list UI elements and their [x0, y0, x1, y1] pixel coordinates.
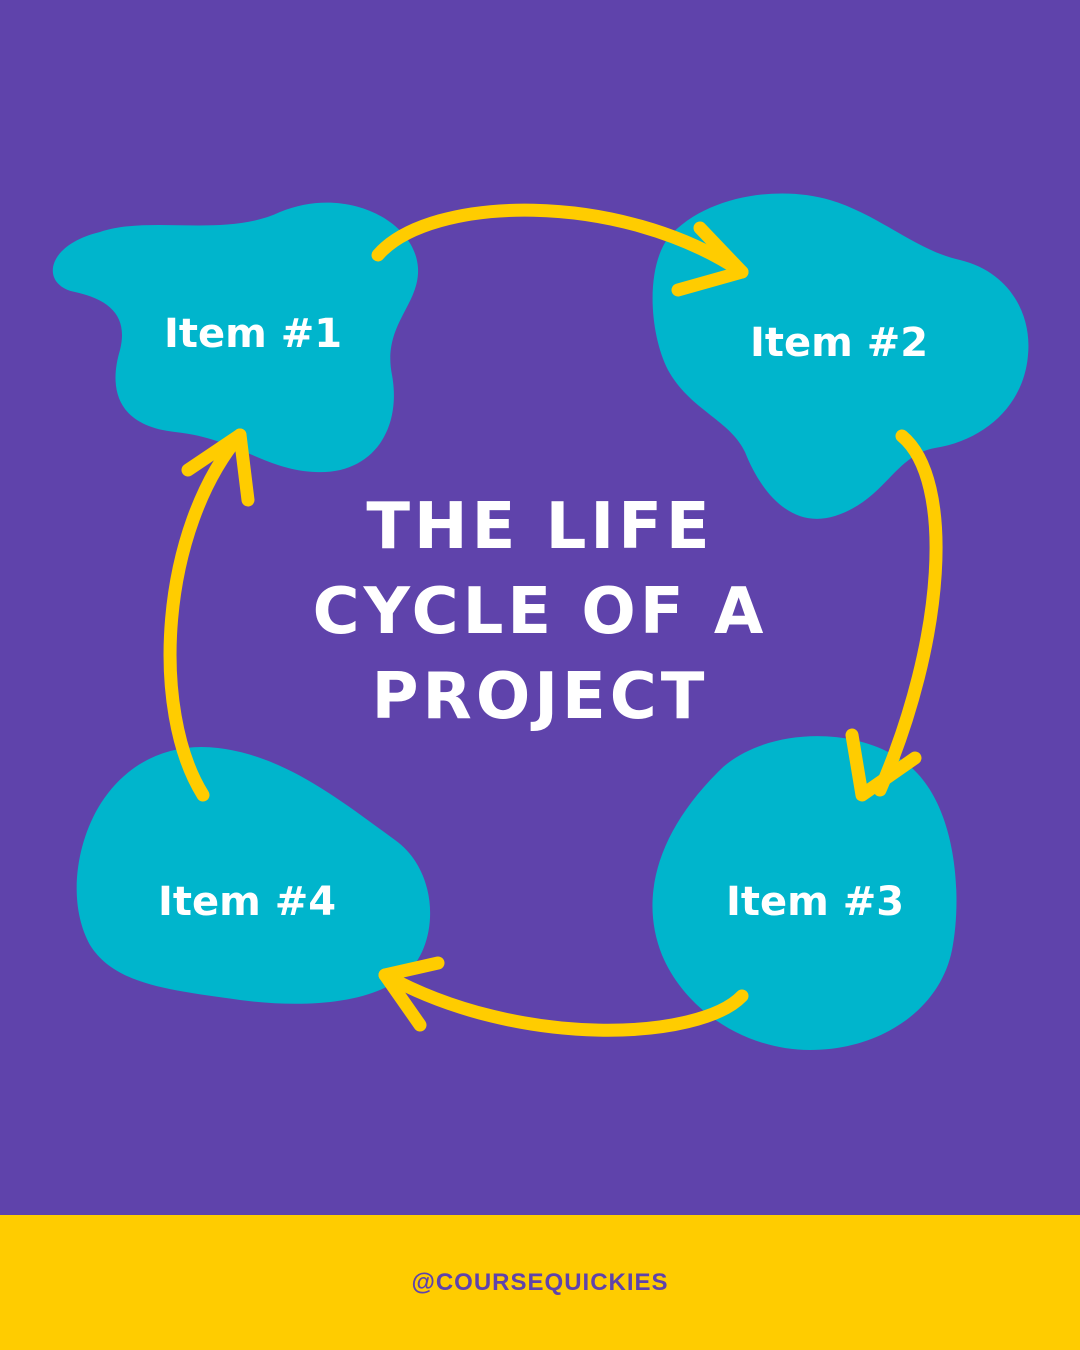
- title-line-2: CYCLE OF A: [313, 575, 768, 649]
- title-line-3: PROJECT: [372, 660, 709, 734]
- arrow-item-2-to-3: [845, 429, 943, 802]
- social-handle: @COURSEQUICKIES: [411, 1268, 669, 1296]
- arrow-item-1-to-2: [371, 203, 749, 297]
- life-cycle-diagram: Item #1 Item #2 Item #3 Item #4 THE LIFE…: [52, 193, 1029, 1050]
- footer-bar: @COURSEQUICKIES: [0, 1215, 1080, 1350]
- item-4-blob: [76, 746, 431, 1004]
- title-line-1: THE LIFE: [366, 490, 713, 564]
- item-1-blob: [52, 202, 419, 473]
- item-3-blob: [652, 736, 957, 1050]
- item-4-label: Item #4: [158, 879, 336, 925]
- item-3-label: Item #3: [726, 879, 904, 925]
- item-2-label: Item #2: [750, 320, 928, 366]
- arrow-item-3-to-4: [378, 956, 749, 1037]
- item-1-label: Item #1: [164, 311, 342, 357]
- arrow-item-4-to-1: [163, 428, 255, 802]
